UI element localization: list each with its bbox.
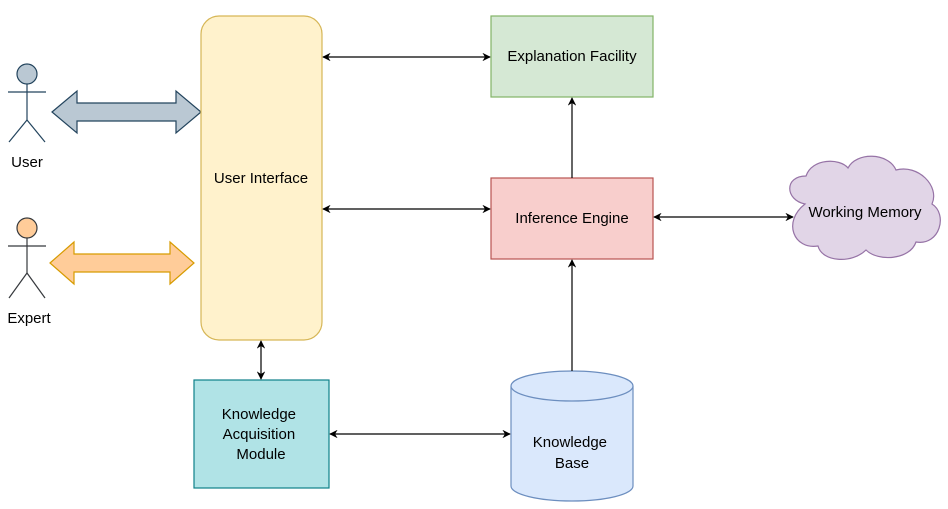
expert-actor-label: Expert — [7, 310, 51, 327]
user-actor-label: User — [11, 154, 43, 171]
user-actor-head — [16, 63, 38, 85]
expert-actor — [8, 217, 46, 299]
user-actor — [8, 63, 46, 143]
knowledge-acquisition-label-line-2: Acquisition — [223, 426, 296, 443]
expert-ui-double-arrow — [49, 240, 195, 286]
user-interface-node: User Interface — [200, 15, 323, 341]
explanation-facility-node: Explanation Facility — [490, 15, 654, 98]
knowledge-base-label: Knowledge Base — [533, 434, 611, 472]
explanation-facility-label: Explanation Facility — [507, 48, 637, 65]
working-memory-label: Working Memory — [808, 204, 922, 221]
knowledge-acquisition-label: Knowledge Acquisition Module — [222, 406, 300, 463]
knowledge-base-label-line-1: Knowledge — [533, 434, 607, 451]
user-interface-label: User Interface — [214, 170, 308, 187]
user-ui-double-arrow — [51, 89, 202, 135]
knowledge-acquisition-node: Knowledge Acquisition Module — [193, 379, 330, 489]
knowledge-base-node: Knowledge Base — [510, 370, 634, 502]
knowledge-acquisition-label-line-3: Module — [236, 446, 285, 463]
working-memory-node: Working Memory — [789, 155, 941, 260]
knowledge-acquisition-label-line-1: Knowledge — [222, 406, 296, 423]
working-memory-cloud — [789, 155, 941, 260]
knowledge-base-label-line-2: Base — [555, 455, 589, 472]
expert-actor-head — [16, 217, 38, 239]
knowledge-base-top — [510, 370, 634, 402]
knowledge-base-cylinder — [510, 386, 634, 502]
inference-engine-node: Inference Engine — [490, 177, 654, 260]
inference-engine-label: Inference Engine — [515, 210, 628, 227]
